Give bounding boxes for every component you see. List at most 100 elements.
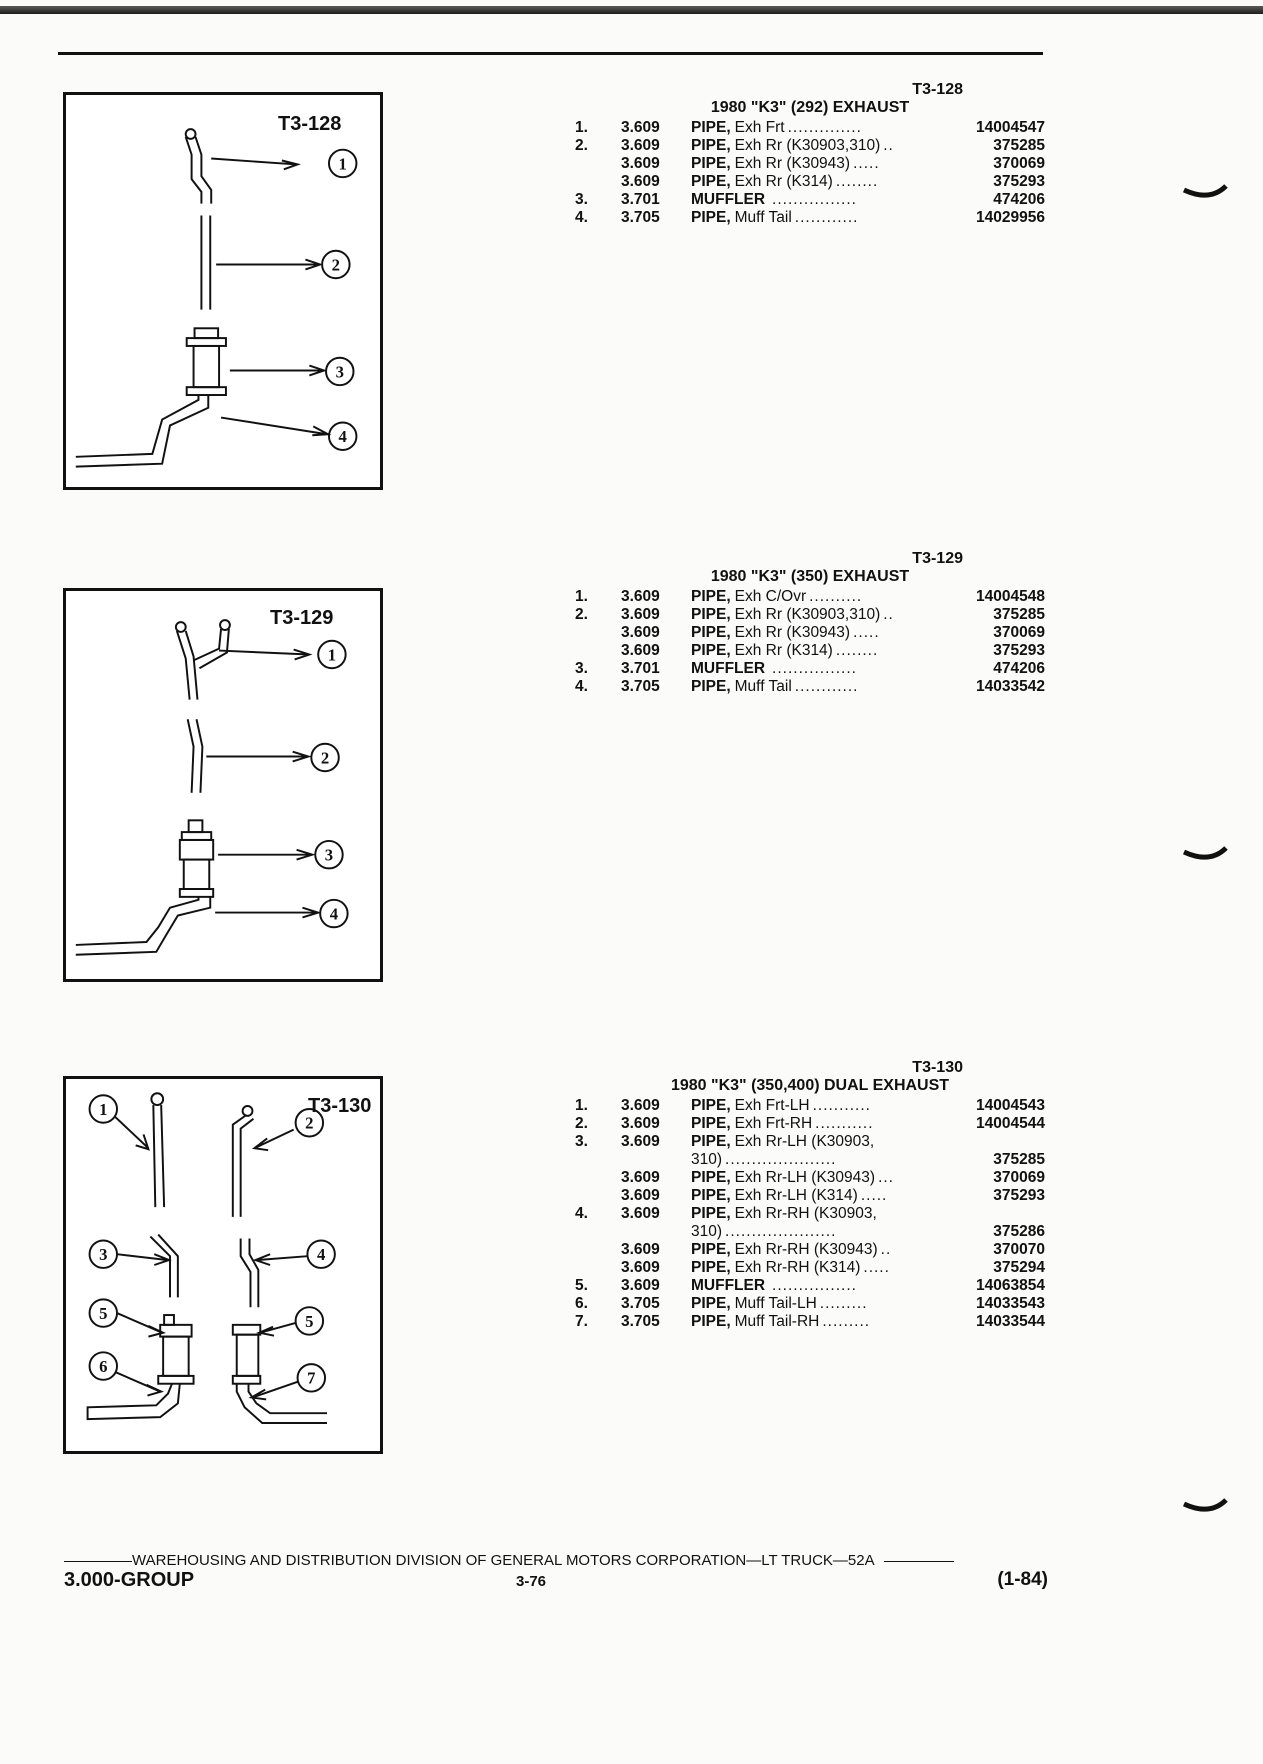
group-number: 3.705 bbox=[621, 209, 660, 226]
part-name: PIPE, bbox=[691, 1259, 731, 1276]
part-number: 375294 bbox=[993, 1259, 1045, 1276]
part-description: PIPE,Exh Rr (K314) ........ 375293 bbox=[691, 642, 1045, 660]
group-number: 3.609 bbox=[621, 155, 660, 172]
part-description: PIPE,Exh Rr (K30903,310) .. 375285 bbox=[691, 606, 1045, 624]
callout-3: 3 bbox=[336, 362, 344, 381]
group-number: 3.609 bbox=[621, 173, 660, 190]
group-number: 3.000-GROUP bbox=[64, 1569, 195, 1591]
part-name: PIPE, bbox=[691, 1295, 731, 1312]
part-detail: Exh Rr (K314) bbox=[734, 642, 833, 659]
parts-row: 4. 3.705 PIPE,Muff Tail ............140299… bbox=[575, 209, 1045, 227]
item-number: 5. bbox=[575, 1277, 588, 1294]
part-name: PIPE, bbox=[691, 1187, 731, 1204]
part-number: 375286 bbox=[993, 1223, 1045, 1240]
item-number bbox=[575, 1187, 621, 1205]
part-number: 375293 bbox=[993, 1187, 1045, 1204]
part-description: 310) ..................... 375286 bbox=[691, 1223, 1045, 1241]
item-number: 3. bbox=[575, 191, 588, 208]
item-number bbox=[575, 1151, 621, 1169]
figure-ref: T3-130 bbox=[912, 1059, 963, 1076]
part-description: PIPE,Exh Rr (K314) ........ 375293 bbox=[691, 173, 1045, 191]
part-number: 14004544 bbox=[976, 1115, 1045, 1132]
leader-dots: ............ bbox=[794, 678, 859, 695]
part-name: PIPE, bbox=[691, 642, 731, 659]
diagram-label: T3-130 bbox=[308, 1095, 372, 1117]
part-name: PIPE, bbox=[691, 119, 731, 136]
part-number: 474206 bbox=[993, 660, 1045, 677]
callout-7: 7 bbox=[307, 1369, 315, 1388]
part-name: PIPE, bbox=[691, 1115, 731, 1132]
part-name: PIPE, bbox=[691, 1205, 731, 1222]
callout-2: 2 bbox=[305, 1114, 313, 1133]
revision-date: (1-84) bbox=[997, 1569, 1048, 1590]
part-description: PIPE,Exh Frt ..............14004547 bbox=[691, 119, 1045, 137]
group-number: 3.609 bbox=[621, 1187, 660, 1204]
item-number: 4. bbox=[575, 1205, 588, 1222]
item-number: 4. bbox=[575, 678, 588, 695]
part-name: PIPE, bbox=[691, 137, 731, 154]
group-number: 3.705 bbox=[621, 678, 660, 695]
part-description: PIPE,Exh Frt-LH ...........14004543 bbox=[691, 1097, 1045, 1115]
part-number: 14063854 bbox=[976, 1277, 1045, 1294]
leader-dots bbox=[877, 1205, 1045, 1223]
binding-mark bbox=[1182, 1498, 1228, 1512]
item-number: 7. bbox=[575, 1313, 588, 1330]
callout-3: 3 bbox=[99, 1245, 107, 1264]
group-number: 3.705 bbox=[621, 1295, 660, 1312]
leader-dots: ..................... bbox=[725, 1151, 837, 1168]
leader-dots: ................ bbox=[772, 1277, 857, 1294]
part-number: 375285 bbox=[993, 606, 1045, 623]
leader-dots: ................ bbox=[772, 660, 857, 677]
part-number: 14004543 bbox=[976, 1097, 1045, 1114]
item-number bbox=[575, 1223, 621, 1241]
leader-dots: ........... bbox=[812, 1097, 871, 1114]
footer-text: WAREHOUSING AND DISTRIBUTION DIVISION OF… bbox=[132, 1552, 874, 1569]
item-number: 3. bbox=[575, 660, 588, 677]
leader-dots: ..... bbox=[863, 1259, 890, 1276]
part-number: 14004548 bbox=[976, 588, 1045, 605]
parts-row: 3.609 PIPE,Exh Rr-LH (K314) ..... 375293 bbox=[575, 1187, 1045, 1205]
part-number: 370069 bbox=[993, 1169, 1045, 1186]
footer-rule-right bbox=[883, 1560, 954, 1562]
part-description: PIPE,Exh Rr (K30903,310) .. 375285 bbox=[691, 137, 1045, 155]
group-number: 3.609 bbox=[621, 624, 660, 641]
part-name: PIPE, bbox=[691, 1241, 731, 1258]
part-description: PIPE,Muff Tail ............14029956 bbox=[691, 209, 1045, 227]
item-number bbox=[575, 642, 621, 660]
group-number: 3.609 bbox=[621, 1115, 660, 1132]
part-detail: Exh Rr-RH (K30903, bbox=[734, 1205, 877, 1222]
group-number: 3.609 bbox=[621, 1133, 660, 1150]
leader-dots: .............. bbox=[787, 119, 862, 136]
part-detail: Exh Rr (K30943) bbox=[734, 624, 851, 641]
part-description: PIPE,Exh Rr-LH (K314) ..... 375293 bbox=[691, 1187, 1045, 1205]
leader-dots: ........... bbox=[815, 1115, 874, 1132]
leader-dots: ......... bbox=[822, 1313, 871, 1330]
item-number: 2. bbox=[575, 1115, 588, 1132]
item-number bbox=[575, 1169, 621, 1187]
parts-block-t3-130: T3-130 1980 "K3" (350,400) DUAL EXHAUST … bbox=[575, 1059, 1045, 1331]
item-number: 4. bbox=[575, 209, 588, 226]
part-detail: Exh Frt-LH bbox=[734, 1097, 810, 1114]
leader-dots: .......... bbox=[809, 588, 863, 605]
leader-dots: ..... bbox=[853, 624, 880, 641]
page-footer: WAREHOUSING AND DISTRIBUTION DIVISION OF… bbox=[64, 1552, 1048, 1593]
part-number: 14033543 bbox=[976, 1295, 1045, 1312]
item-number bbox=[575, 624, 621, 642]
group-number: 3.609 bbox=[621, 1241, 660, 1258]
callout-2: 2 bbox=[321, 748, 329, 767]
